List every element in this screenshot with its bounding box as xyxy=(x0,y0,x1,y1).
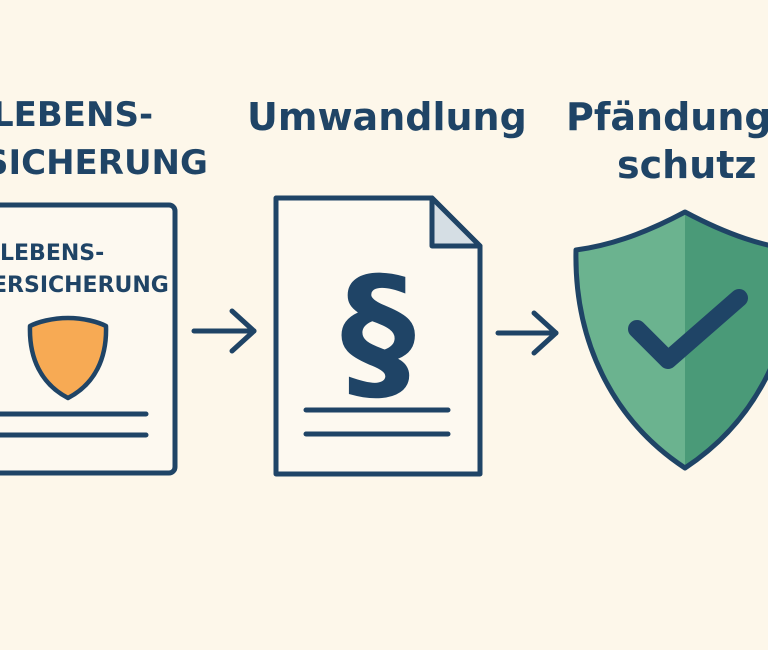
life-insurance-document xyxy=(0,202,178,476)
paragraph-symbol: § xyxy=(341,246,416,420)
step-life-insurance-title-line-2: SICHERUNG xyxy=(0,143,208,183)
policy-card-text-line-2: ERSICHERUNG xyxy=(0,273,169,298)
arrow-right-icon xyxy=(191,308,257,354)
folded-corner xyxy=(429,195,483,249)
check-shield-icon xyxy=(573,209,768,471)
arrow-right-icon xyxy=(495,310,559,356)
step-conversion-title: Umwandlung xyxy=(247,95,527,139)
step-seizure-protection-title-line-2: schutz xyxy=(617,143,757,187)
paragraph-document-icon: § xyxy=(273,195,483,477)
shield-icon xyxy=(27,315,109,401)
checkmark-icon xyxy=(628,289,748,369)
policy-card-text-line-1: LEBENS- xyxy=(0,241,105,266)
step-life-insurance-title-line-1: LEBENS- xyxy=(0,95,154,135)
